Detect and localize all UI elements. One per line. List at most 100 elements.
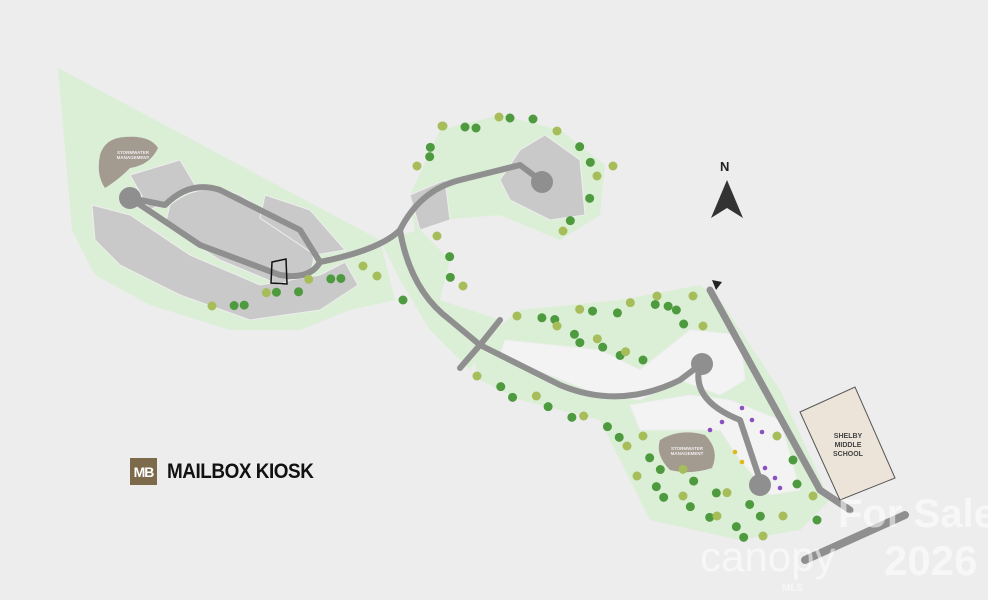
- tree-icon: [579, 411, 589, 421]
- tree-icon: [494, 112, 504, 122]
- tree-icon: [638, 431, 648, 441]
- tree-icon: [602, 422, 612, 432]
- tree-icon: [508, 392, 518, 402]
- tree-icon: [512, 311, 522, 321]
- tree-icon: [652, 291, 662, 301]
- tree-icon: [229, 301, 239, 311]
- road-main[interactable]: [706, 286, 854, 514]
- tree-icon: [705, 512, 715, 522]
- tree-icon: [788, 455, 798, 465]
- tree-icon: [552, 126, 562, 136]
- tree-icon: [543, 402, 553, 412]
- tree-icon: [239, 300, 249, 310]
- tree-icon: [585, 193, 595, 203]
- tree-icon: [358, 261, 368, 271]
- tree-icon: [659, 492, 669, 502]
- cul-de-sac: [531, 171, 553, 193]
- tree-icon: [505, 113, 515, 123]
- tree-icon: [460, 122, 470, 132]
- road-south-connector[interactable]: [801, 511, 909, 564]
- lot-status-dot: [732, 449, 738, 455]
- tree-icon: [326, 274, 336, 284]
- stormwater-label-2: STORMWATER MANAGEMENT: [670, 446, 704, 456]
- tree-icon: [792, 479, 802, 489]
- north-arrow-icon: [711, 180, 743, 218]
- tree-icon: [739, 532, 749, 542]
- tree-icon: [778, 511, 788, 521]
- tree-icon: [614, 432, 624, 442]
- lot-status-dot: [739, 405, 745, 411]
- tree-icon: [458, 281, 468, 291]
- tree-icon: [567, 412, 577, 422]
- tree-icon: [812, 515, 822, 525]
- tree-icon: [755, 511, 765, 521]
- tree-icon: [437, 121, 447, 131]
- tree-icon: [558, 226, 568, 236]
- roads: [127, 162, 909, 564]
- tree-icon: [398, 295, 408, 305]
- tree-icon: [425, 142, 435, 152]
- tree-icon: [808, 491, 818, 501]
- tree-icon: [432, 231, 442, 241]
- tree-icon: [575, 338, 585, 348]
- tree-icon: [412, 161, 422, 171]
- cul-de-sac: [691, 353, 713, 375]
- lot-status-dot: [762, 465, 768, 471]
- stormwater-label-1: STORMWATER MANAGEMENT: [116, 150, 150, 160]
- stormwater-pond-2: [658, 432, 715, 473]
- tree-icon: [678, 464, 688, 474]
- tree-icon: [598, 342, 608, 352]
- cul-de-sac: [749, 474, 771, 496]
- tree-icon: [261, 288, 271, 298]
- tree-icon: [722, 488, 732, 498]
- tree-icon: [425, 152, 435, 162]
- tree-icon: [622, 441, 632, 451]
- tree-icon: [585, 157, 595, 167]
- tree-icon: [625, 298, 635, 308]
- lot-block-west-outer[interactable]: [91, 204, 359, 321]
- lot-status-dot: [777, 485, 783, 491]
- tree-icon: [679, 319, 689, 329]
- mailbox-badge-icon: MB: [130, 458, 157, 485]
- lot-block-east-1[interactable]: [499, 329, 746, 401]
- tree-icon: [655, 465, 665, 475]
- legend-mailbox-kiosk: MB MAILBOX KIOSK: [130, 458, 330, 485]
- tree-icon: [645, 453, 655, 463]
- shelby-middle-school: [799, 386, 896, 501]
- legend-label: MAILBOX KIOSK: [167, 459, 314, 483]
- road-spur-west[interactable]: [457, 317, 503, 371]
- tree-icon: [565, 216, 575, 226]
- road-west-loop[interactable]: [127, 184, 323, 280]
- tree-icon: [651, 482, 661, 492]
- tree-icon: [698, 321, 708, 331]
- road-south[interactable]: [397, 227, 703, 400]
- tree-icon: [612, 308, 622, 318]
- lot-status-dot: [739, 459, 745, 465]
- tree-icon: [294, 287, 304, 297]
- cul-de-sacs: [119, 171, 771, 496]
- tree-icon: [336, 273, 346, 283]
- tree-icon: [758, 531, 768, 541]
- tree-icon: [304, 274, 314, 284]
- tree-icon: [552, 321, 562, 331]
- tree-icon: [745, 499, 755, 509]
- tree-icon: [588, 306, 598, 316]
- tree-icon: [678, 491, 688, 501]
- tree-icon: [689, 476, 699, 486]
- watermark-year: 2026: [884, 537, 978, 584]
- tree-icon: [650, 299, 660, 309]
- tree-icon: [569, 329, 579, 339]
- tree-icon: [772, 431, 782, 441]
- watermark-brand: canopy: [700, 533, 836, 580]
- trees: [207, 112, 822, 542]
- tree-icon: [496, 382, 506, 392]
- tree-icon: [372, 271, 382, 281]
- highlighted-lot[interactable]: [270, 258, 288, 285]
- watermark-mls: MLS: [782, 583, 804, 594]
- lot-status-dot: [749, 417, 755, 423]
- tree-icon: [711, 488, 721, 498]
- tree-icon: [731, 522, 741, 532]
- tree-icon: [528, 114, 538, 124]
- tree-icon: [445, 252, 455, 262]
